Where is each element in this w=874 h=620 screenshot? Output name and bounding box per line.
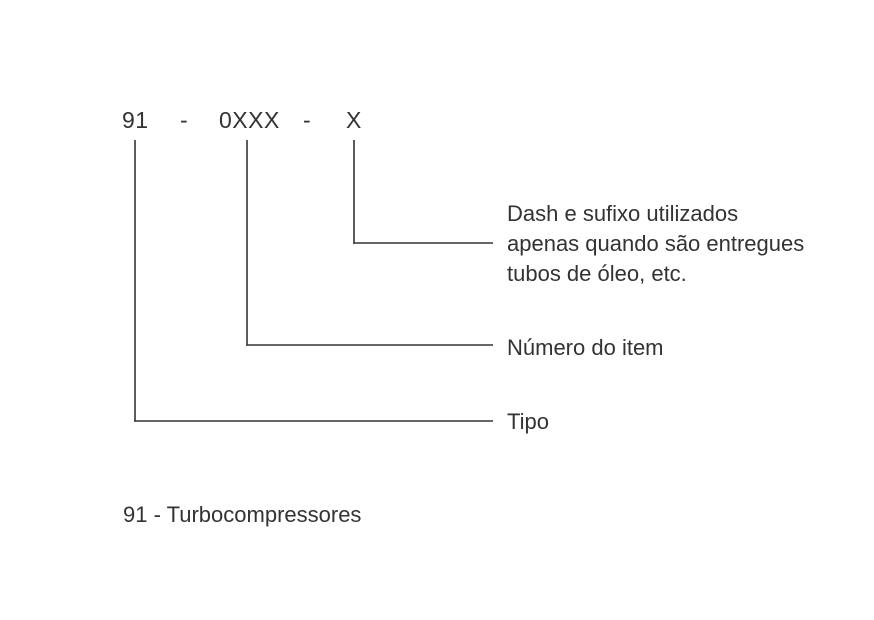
suffix-label-line-3: tubos de óleo, etc.: [507, 261, 687, 286]
type-footnote: 91 - Turbocompressores: [123, 502, 362, 527]
code-separator-1: -: [180, 107, 189, 133]
suffix-label-line-1: Dash e sufixo utilizados: [507, 201, 739, 226]
code-separator-2: -: [303, 107, 312, 133]
item-number-label: Número do item: [507, 335, 664, 360]
code-item-segment: 0XXX: [219, 107, 280, 133]
suffix-label-line-2: apenas quando são entregues: [507, 231, 805, 256]
code-type-segment: 91: [122, 107, 149, 133]
type-label: Tipo: [507, 409, 549, 434]
code-suffix-segment: X: [346, 107, 362, 133]
